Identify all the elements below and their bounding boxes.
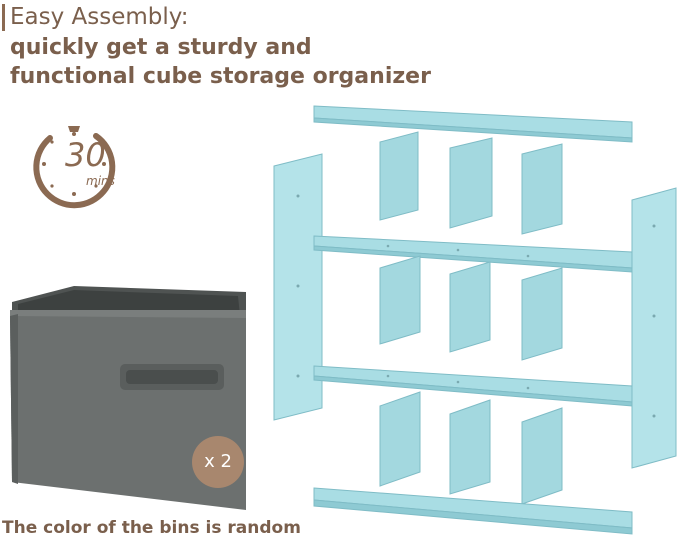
divider-lower-3	[521, 407, 563, 505]
bin-color-note: The color of the bins is random	[2, 518, 301, 538]
divider-upper-2	[449, 137, 493, 229]
assembly-time-badge: 30 mins	[28, 118, 120, 210]
divider-middle-3	[521, 267, 563, 361]
shelf-exploded-view	[273, 105, 677, 535]
divider-middle-2	[449, 261, 491, 353]
divider-lower-2	[449, 399, 491, 495]
headline: Easy Assembly:	[10, 4, 189, 30]
title-accent-bar	[2, 4, 5, 31]
bin-quantity-badge: x 2	[192, 436, 244, 488]
divider-lower-1	[379, 391, 421, 487]
subheadline-line-2: functional cube storage organizer	[10, 64, 431, 89]
divider-middle-1	[379, 255, 421, 345]
stopwatch-icon	[33, 126, 116, 209]
fabric-bin-image	[10, 286, 246, 510]
assembly-minutes: 30	[65, 136, 106, 174]
assembly-minutes-unit: mins	[86, 174, 115, 188]
right-side-panel	[631, 187, 677, 469]
divider-upper-3	[521, 143, 563, 235]
subheadline-line-1: quickly get a sturdy and	[10, 35, 312, 60]
divider-upper-1	[379, 131, 419, 221]
